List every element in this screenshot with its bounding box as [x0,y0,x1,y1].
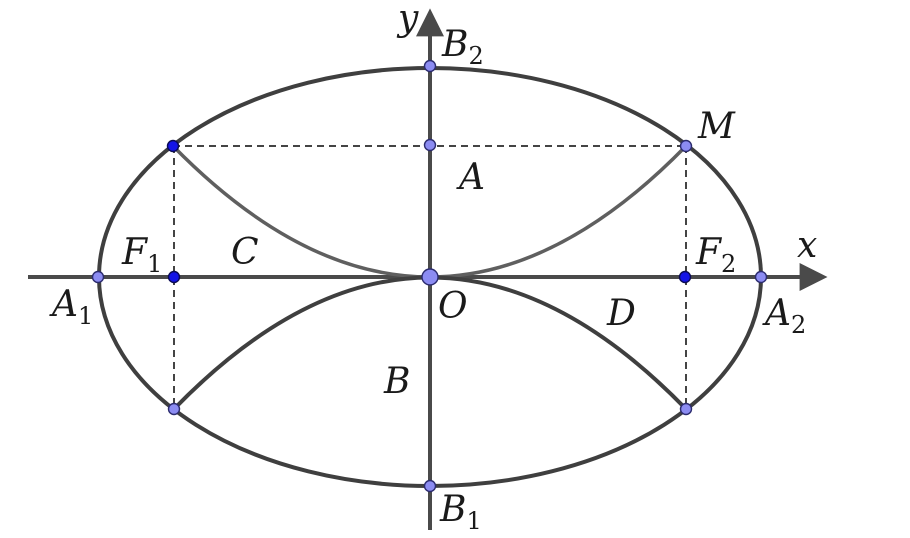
label-y-axis: y [396,0,419,39]
label-A2: A2 [762,293,806,339]
point-A [423,138,437,152]
point-F1 [167,270,181,284]
label-M: M [697,106,736,147]
label-F1: F1 [121,232,162,278]
point-F2 [678,270,692,284]
point-O [421,268,439,286]
label-x-axis: x [797,225,817,266]
label-F2: F2 [695,232,736,278]
point-A1 [91,270,105,284]
point-B1 [423,479,437,493]
point-A2 [754,270,768,284]
label-A1: A1 [49,284,93,330]
label-C: C [231,232,259,273]
label-B2: B2 [441,24,484,70]
point-M [679,139,693,153]
point-B2 [423,59,437,73]
label-O: O [438,286,468,327]
point-lower-left [167,402,181,416]
label-D: D [606,293,636,334]
point-upper-left [166,139,180,153]
label-A: A [456,157,485,198]
point-lower-right [679,402,693,416]
label-B1: B1 [439,489,482,535]
label-B: B [383,361,410,402]
